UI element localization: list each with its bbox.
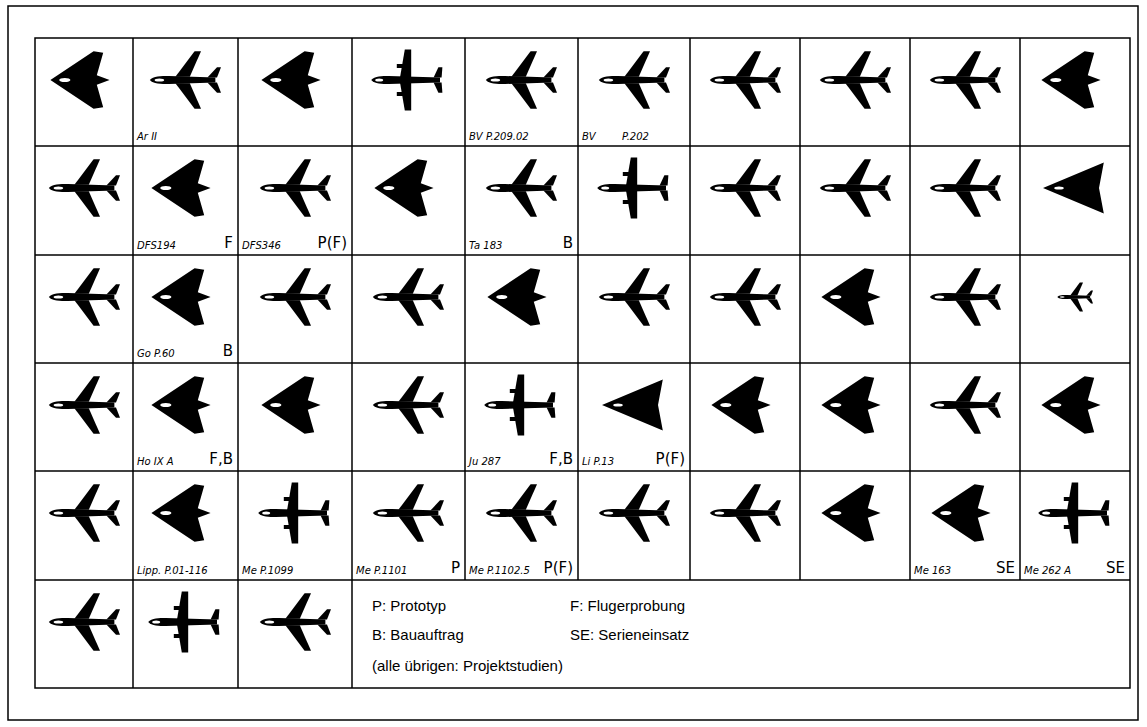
aircraft-name: Go P.60: [137, 349, 175, 359]
status-code: F,B: [209, 452, 233, 467]
status-code: SE: [996, 561, 1015, 576]
status-code: B: [223, 344, 233, 359]
aircraft-name: Me P.1099: [242, 566, 293, 576]
aircraft-name: DFS194: [137, 241, 176, 251]
aircraft-name: Ho IX A: [137, 457, 174, 467]
page-frame: [8, 6, 1138, 720]
legend-text: SE: Serieneinsatz: [570, 627, 689, 642]
status-code: SE: [1106, 561, 1125, 576]
legend-text: F: Flugerprobung: [570, 598, 685, 613]
status-code: F,B: [549, 452, 573, 467]
legend-text: P: Prototyp: [372, 598, 446, 613]
status-code: P: [451, 561, 460, 576]
aircraft-name: Me 262 A: [1024, 566, 1071, 576]
aircraft-name: Lipp. P.01-116: [137, 566, 208, 576]
aircraft-silhouettes: [49, 50, 1110, 653]
grid-lines: [35, 38, 1130, 688]
aircraft-name: Ta 183: [469, 241, 502, 251]
status-code: P(F): [318, 236, 347, 251]
status-code: P(F): [544, 561, 573, 576]
aircraft-name: Me P.1101: [356, 566, 407, 576]
status-code: F: [224, 236, 233, 251]
aircraft-name: Ar II: [137, 132, 157, 142]
aircraft-name: BV: [582, 132, 596, 142]
status-code: B: [563, 236, 573, 251]
aircraft-name: BV P.209.02: [469, 132, 529, 142]
status-code: P(F): [656, 452, 685, 467]
legend-text: (alle übrigen: Projektstudien): [372, 658, 563, 673]
aircraft-name: DFS346: [242, 241, 281, 251]
legend-text: B: Bauauftrag: [372, 627, 464, 642]
aircraft-name: Me P.1102.5: [469, 566, 530, 576]
aircraft-name: Me 163: [914, 566, 951, 576]
aircraft-name: P.202: [622, 132, 649, 142]
aircraft-name: Li P.13: [582, 457, 614, 467]
aircraft-name: Ju 287: [469, 457, 501, 467]
